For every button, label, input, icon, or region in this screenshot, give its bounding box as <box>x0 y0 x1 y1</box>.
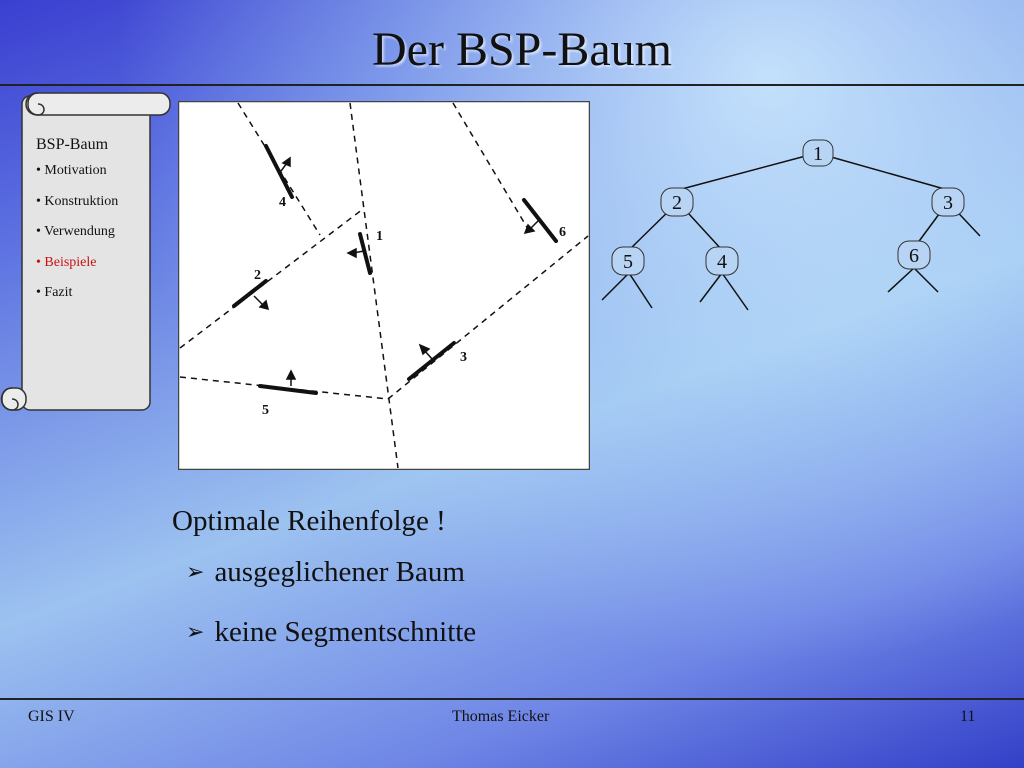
svg-text:3: 3 <box>943 192 953 214</box>
nav-item-konstruktion[interactable]: • Konstruktion <box>36 193 119 209</box>
arrow-right-icon: ➢ <box>186 620 205 645</box>
svg-text:5: 5 <box>623 251 633 273</box>
tree-node-3: 3 <box>931 187 965 217</box>
bullet-item: ➢ ausgeglichener Baum <box>186 556 465 589</box>
bullet-text: ausgeglichener Baum <box>214 556 465 588</box>
nav-item-verwendung[interactable]: • Verwendung <box>36 224 115 239</box>
footer-page-number: 11 <box>960 708 976 725</box>
tree-node-1: 1 <box>802 139 834 167</box>
content-heading: Optimale Reihenfolge ! <box>172 505 446 537</box>
scroll-decoration <box>0 92 171 411</box>
nav-item-beispiele[interactable]: • Beispiele <box>36 254 97 270</box>
svg-text:4: 4 <box>717 251 727 273</box>
bullet-text: keine Segmentschnitte <box>214 616 477 648</box>
nav-item-fazit[interactable]: • Fazit <box>36 285 73 300</box>
sidebar-nav: BSP-Baum • Motivation • Konstruktion • V… <box>36 136 146 317</box>
tree-node-6: 6 <box>897 240 931 270</box>
slide-title: Der BSP-Baum <box>372 23 672 76</box>
svg-text:6: 6 <box>909 245 919 267</box>
tree-node-5: 5 <box>611 246 645 276</box>
segment-label-4: 4 <box>279 195 286 210</box>
tree-node-2: 2 <box>660 187 694 217</box>
nav-heading: BSP-Baum <box>36 136 109 153</box>
bullet-item: ➢ keine Segmentschnitte <box>186 616 476 649</box>
segment-5 <box>258 384 318 395</box>
bsp-tree: 1 2 3 5 4 6 <box>601 139 981 311</box>
segment-label-1: 1 <box>376 229 383 244</box>
svg-text:2: 2 <box>672 192 682 214</box>
nav-item-motivation[interactable]: • Motivation <box>36 163 107 178</box>
segment-label-6: 6 <box>559 225 566 240</box>
tree-node-4: 4 <box>705 246 739 276</box>
segment-2 <box>232 279 268 308</box>
arrow-right-icon: ➢ <box>186 560 205 585</box>
segment-label-2: 2 <box>254 268 261 283</box>
bsp-partition-diagram: 1 2 3 4 5 6 <box>178 101 590 470</box>
segment-4 <box>264 144 294 199</box>
footer-course: GIS IV <box>28 708 75 725</box>
segment-label-3: 3 <box>460 350 467 365</box>
footer-author: Thomas Eicker <box>452 708 550 725</box>
segment-6 <box>522 198 558 243</box>
svg-text:1: 1 <box>813 143 823 165</box>
segment-3 <box>407 341 456 381</box>
title-divider <box>0 84 1024 86</box>
footer-divider <box>0 698 1024 700</box>
segment-1 <box>358 232 372 275</box>
segment-label-5: 5 <box>262 403 269 418</box>
